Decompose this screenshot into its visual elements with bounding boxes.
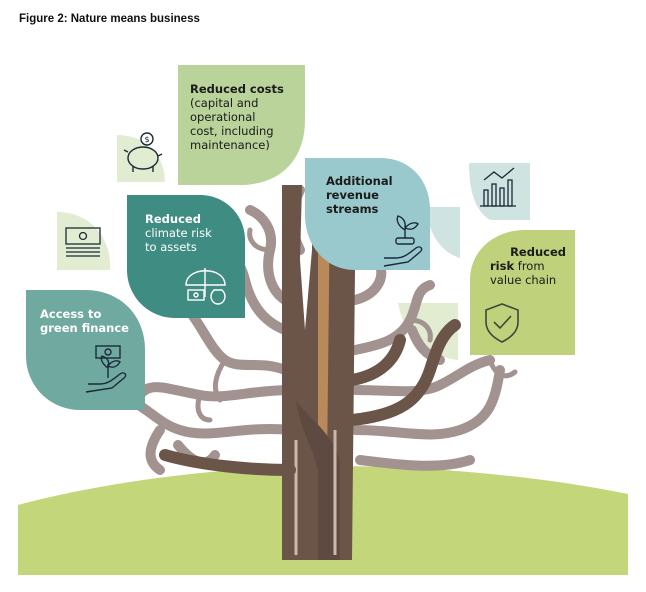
pale-leaf-banknotes: [57, 212, 111, 270]
trunk-branch-arms: [159, 319, 461, 476]
reduced-costs-line2: operational: [190, 110, 256, 124]
leaf-text-reduced-risk-value-chain: Reduced risk from value chain: [490, 245, 566, 287]
value-chain-line2: risk from: [490, 259, 566, 273]
money-hand-icon: [85, 345, 127, 393]
leaf-access-finance: [26, 290, 145, 410]
leaf-text-additional-revenue: Additional revenue streams: [326, 174, 393, 216]
leaf-reduced-climate-risk: [127, 195, 245, 318]
reduced-costs-line3: cost, including: [190, 124, 274, 138]
leaf-text-reduced-climate-risk: Reduced climate risk to assets: [145, 212, 212, 254]
leaf-reduced-costs: [178, 65, 305, 185]
value-chain-risk-bold: risk: [490, 259, 515, 273]
value-chain-line1: Reduced: [510, 245, 566, 259]
reduced-costs-heading: Reduced costs: [190, 82, 284, 96]
shield-check-icon: [485, 303, 519, 343]
leaf-additional-revenue: [305, 158, 430, 270]
banknotes-icon: [65, 227, 101, 257]
climate-risk-line2: climate risk: [145, 226, 212, 240]
access-finance-line2: green finance: [40, 321, 129, 335]
plant-hand-icon: [383, 215, 423, 267]
umbrella-money-icon: [185, 268, 226, 305]
tree-trunk: [282, 185, 358, 560]
reduced-costs-line1: (capital and: [190, 96, 259, 110]
svg-text:$: $: [144, 135, 149, 144]
leaf-text-reduced-costs: Reduced costs (capital and operational c…: [190, 82, 284, 152]
value-chain-line3: value chain: [490, 273, 557, 287]
figure-title: Figure 2: Nature means business: [19, 13, 200, 25]
climate-risk-line3: to assets: [145, 240, 197, 254]
access-finance-line1: Access to: [40, 307, 102, 321]
leaf-text-access-finance: Access to green finance: [40, 307, 129, 335]
additional-revenue-line3: streams: [326, 202, 379, 216]
bar-chart-icon: [480, 167, 516, 207]
additional-revenue-line2: revenue: [326, 188, 379, 202]
pale-leaf-small-blue: [426, 207, 460, 258]
climate-risk-heading: Reduced: [145, 212, 201, 226]
reduced-costs-line4: maintenance): [190, 138, 270, 152]
piggy-bank-icon: $: [123, 132, 163, 172]
additional-revenue-line1: Additional: [326, 174, 393, 188]
value-chain-from: from: [514, 259, 545, 273]
